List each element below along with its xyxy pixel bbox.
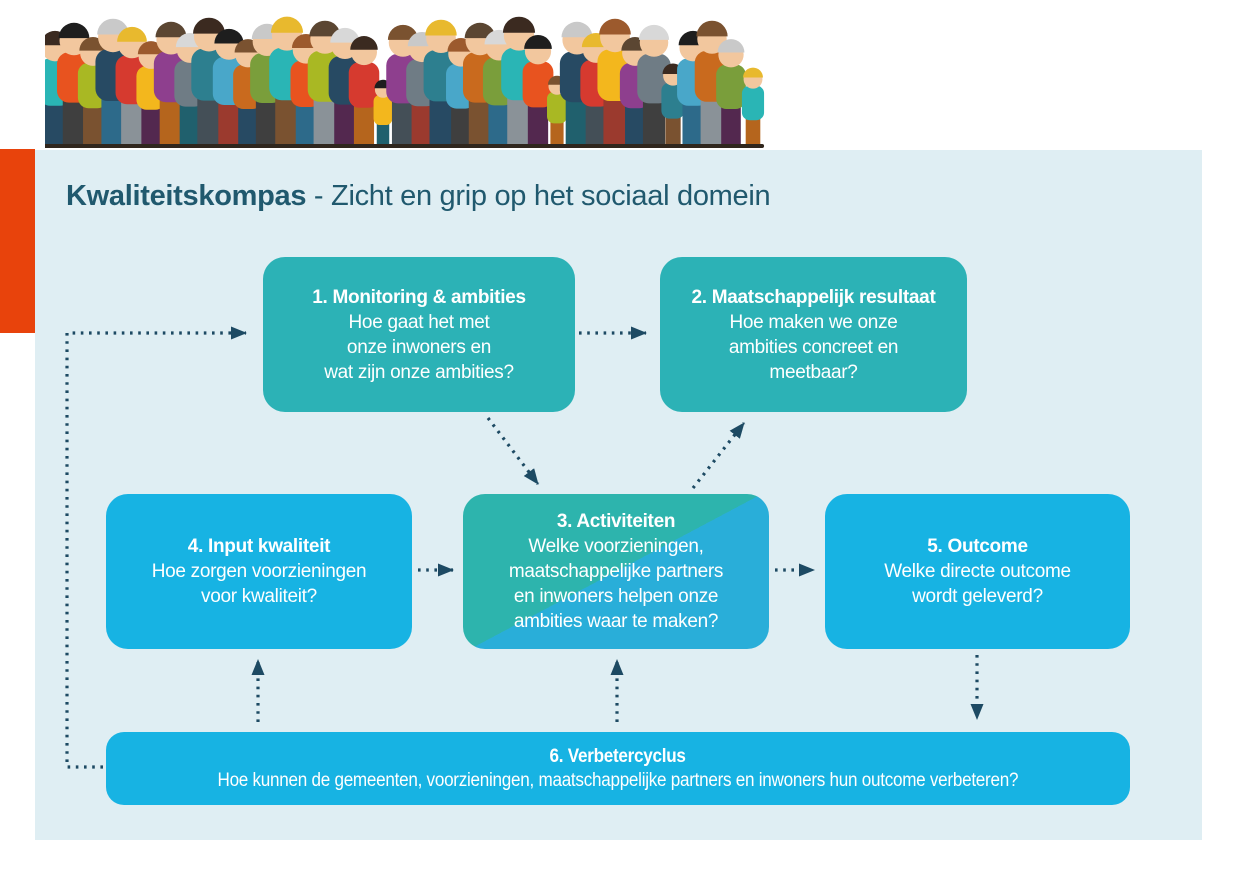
box-verbetercyclus: 6. Verbetercyclus Hoe kunnen de gemeente… — [106, 732, 1130, 805]
person-figure — [115, 26, 149, 148]
box-line: Hoe zorgen voorzieningen — [151, 561, 367, 582]
person-figure — [522, 34, 554, 148]
box-line: wordt geleverd? — [912, 586, 1043, 607]
accent-bar — [0, 149, 35, 333]
person-figure — [597, 18, 633, 148]
box-line: maatschappelijke partners — [508, 561, 724, 582]
person-figure — [348, 36, 380, 148]
box-line: onze inwoners en — [346, 336, 492, 358]
box-line: meetbaar? — [769, 361, 858, 383]
box-line: Hoe kunnen de gemeenten, voorzieningen, … — [217, 769, 1019, 791]
box-line: ambities waar te maken? — [513, 611, 719, 632]
box-title: 3. Activiteiten — [556, 511, 676, 532]
title-bold: Kwaliteitskompas — [66, 180, 307, 212]
box-maatschappelijk-resultaat: 2. Maatschappelijk resultaat Hoe maken w… — [660, 257, 967, 412]
box-title: 4. Input kwaliteit — [187, 536, 331, 557]
person-figure — [373, 79, 393, 148]
person-figure — [95, 18, 131, 148]
title-subtitle: - Zicht en grip op het sociaal domein — [306, 180, 771, 212]
box-line: en inwoners helpen onze — [513, 586, 719, 607]
box-input-kwaliteit: 4. Input kwaliteit Hoe zorgen voorzienin… — [106, 494, 412, 649]
box-title: 2. Maatschappelijk resultaat — [691, 286, 936, 308]
page-title: Kwaliteitskompas - Zicht en grip op het … — [66, 180, 771, 213]
person-figure — [716, 39, 746, 148]
box-activiteiten: 3. Activiteiten Welke voorzieningen, maa… — [463, 494, 769, 649]
person-figure — [741, 67, 765, 148]
person-figure — [637, 24, 671, 148]
box-line: Hoe gaat het met — [348, 311, 490, 333]
box-line: ambities concreet en — [728, 336, 899, 358]
box-title: 1. Monitoring & ambities — [312, 286, 526, 308]
box-line: wat zijn onze ambities? — [324, 361, 514, 383]
box-line: voor kwaliteit? — [201, 586, 317, 607]
crowd-illustration — [45, 16, 765, 148]
box-outcome: 5. Outcome Welke directe outcome wordt g… — [825, 494, 1130, 649]
box-line: Hoe maken we onze — [729, 311, 898, 333]
box-line: Welke directe outcome — [884, 561, 1071, 582]
box-line: Welke voorzieningen, — [528, 536, 704, 557]
box-title: 5. Outcome — [927, 536, 1028, 557]
box-monitoring-ambities: 1. Monitoring & ambities Hoe gaat het me… — [263, 257, 575, 412]
box-title: 6. Verbetercyclus — [549, 745, 687, 767]
